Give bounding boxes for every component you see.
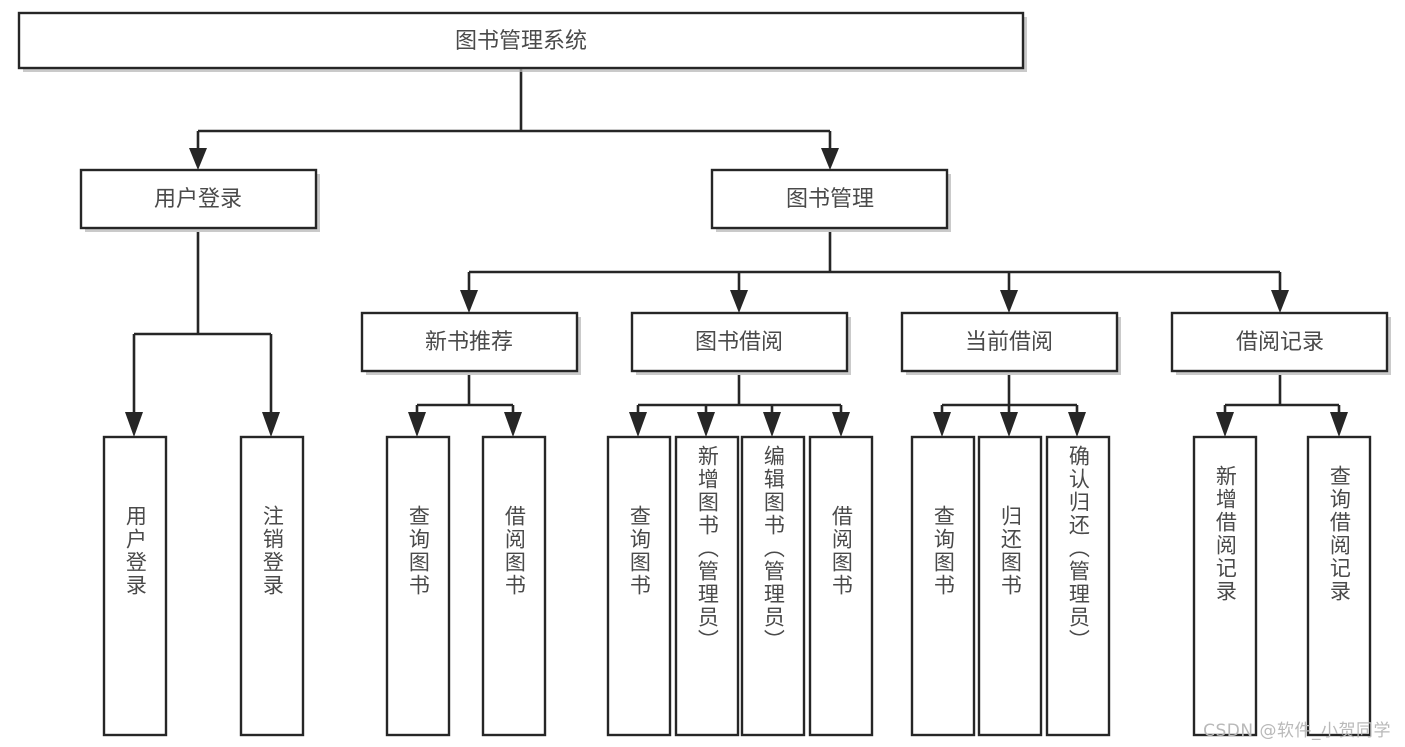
node-current-borrow-box: [900, 311, 1119, 373]
node-root-label: 图书管理系统: [455, 29, 587, 54]
arrow-book-manage: [821, 148, 839, 170]
node-leaf-4-box: [481, 435, 547, 737]
node-leaf-11[interactable]: [1045, 435, 1111, 737]
arrow-leaf8: [832, 412, 850, 437]
arrow-leaf5: [629, 412, 647, 437]
node-leaf-9[interactable]: [910, 435, 976, 737]
node-leaf-12[interactable]: [1192, 435, 1258, 737]
arrow-current-borrow: [1000, 290, 1018, 313]
node-leaf-6-box: [674, 435, 740, 737]
node-user-login-box: [79, 168, 318, 230]
connector-group: [125, 68, 1348, 437]
node-leaf-1-box: [102, 435, 168, 737]
node-leaf-6[interactable]: [674, 435, 740, 737]
node-leaf-5-box: [606, 435, 672, 737]
node-book-manage[interactable]: 图书管理: [710, 168, 951, 232]
arrow-leaf11: [1068, 412, 1086, 437]
node-leaf-9-box: [910, 435, 976, 737]
node-user-login-label: 用户登录: [154, 187, 242, 212]
node-leaf-8[interactable]: [808, 435, 874, 737]
node-book-borrow-label: 图书借阅: [695, 330, 783, 355]
arrow-leaf4: [504, 412, 522, 437]
node-borrow-record[interactable]: 借阅记录: [1170, 311, 1391, 375]
node-leaf-8-box: [808, 435, 874, 737]
node-leaf-3[interactable]: [385, 435, 451, 737]
node-new-book-rec-label: 新书推荐: [425, 330, 513, 355]
node-leaf-10[interactable]: [977, 435, 1043, 737]
node-book-borrow-box: [630, 311, 849, 373]
arrow-leaf9: [933, 412, 951, 437]
arrow-leaf3: [408, 412, 426, 437]
node-new-book-rec-box: [360, 311, 579, 373]
arrow-leaf12: [1216, 412, 1234, 437]
node-leaf-3-box: [385, 435, 451, 737]
node-leaf-13[interactable]: [1306, 435, 1372, 737]
node-book-borrow[interactable]: 图书借阅: [630, 311, 851, 375]
node-user-login[interactable]: 用户登录: [79, 168, 320, 232]
node-leaf-5[interactable]: [606, 435, 672, 737]
node-leaf-7[interactable]: [740, 435, 806, 737]
node-leaf-4[interactable]: [481, 435, 547, 737]
arrow-user-login: [189, 148, 207, 170]
node-book-manage-box: [710, 168, 949, 230]
node-leaf-2-box: [239, 435, 305, 737]
node-current-borrow-label: 当前借阅: [965, 330, 1053, 355]
arrow-leaf13: [1330, 412, 1348, 437]
arrow-borrow-record: [1271, 290, 1289, 313]
node-leaf-13-box: [1306, 435, 1372, 737]
node-leaf-11-box: [1045, 435, 1111, 737]
node-borrow-record-label: 借阅记录: [1236, 330, 1324, 355]
arrow-leaf10: [1000, 412, 1018, 437]
node-leaf-12-box: [1192, 435, 1258, 737]
node-new-book-rec[interactable]: 新书推荐: [360, 311, 581, 375]
arrow-leaf2: [262, 412, 280, 437]
node-leaf-7-box: [740, 435, 806, 737]
arrow-leaf6: [697, 412, 715, 437]
node-book-manage-label: 图书管理: [786, 187, 874, 212]
node-leaf-1[interactable]: [102, 435, 168, 737]
arrow-new-book-rec: [460, 290, 478, 313]
node-root-box: [17, 11, 1025, 70]
node-root[interactable]: 图书管理系统: [17, 11, 1027, 72]
node-leaf-2[interactable]: [239, 435, 305, 737]
node-leaf-10-box: [977, 435, 1043, 737]
arrow-leaf7: [763, 412, 781, 437]
node-current-borrow[interactable]: 当前借阅: [900, 311, 1121, 375]
node-borrow-record-box: [1170, 311, 1389, 373]
arrow-leaf1: [125, 412, 143, 437]
arrow-book-borrow: [730, 290, 748, 313]
